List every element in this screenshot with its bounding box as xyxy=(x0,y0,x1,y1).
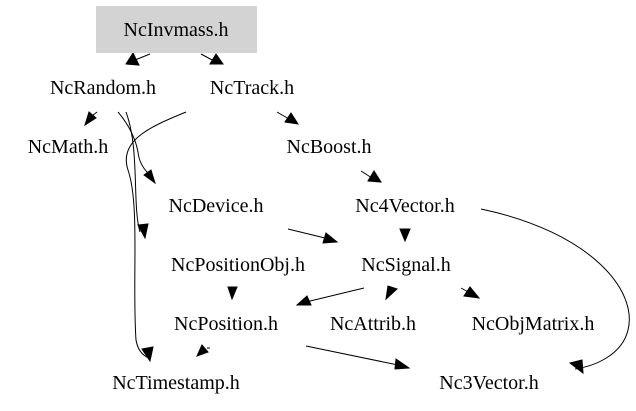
node-invmass[interactable]: NcInvmass.h xyxy=(96,6,257,53)
edge-position-to-timestamp xyxy=(196,344,210,357)
edge-4vector-to-signal xyxy=(399,228,411,243)
node-4vector[interactable]: Nc4Vector.h xyxy=(355,195,454,217)
edge-arrowhead xyxy=(209,53,224,65)
edge-arrowhead xyxy=(84,111,97,127)
edge-arrowhead xyxy=(568,359,584,375)
edge-invmass-to-track xyxy=(200,53,224,65)
node-attrib[interactable]: NcAttrib.h xyxy=(330,313,416,335)
node-position[interactable]: NcPosition.h xyxy=(174,313,278,335)
edge-line xyxy=(125,111,141,233)
edge-arrowhead xyxy=(295,295,312,306)
node-3vector[interactable]: Nc3Vector.h xyxy=(439,372,538,394)
edge-random-to-math xyxy=(84,111,98,127)
edge-signal-to-position xyxy=(295,287,365,306)
edge-arrowhead xyxy=(125,51,140,66)
edge-posobj-to-position xyxy=(227,286,238,301)
edge-arrowhead xyxy=(463,286,481,299)
node-label: NcBoost.h xyxy=(287,136,372,158)
node-boost[interactable]: NcBoost.h xyxy=(287,136,372,158)
node-label: NcDevice.h xyxy=(169,195,264,217)
edges-layer xyxy=(84,51,630,375)
edge-track-to-boost xyxy=(276,111,300,125)
node-objmatrix[interactable]: NcObjMatrix.h xyxy=(472,313,595,335)
edge-random-to-device xyxy=(117,111,156,185)
edge-line xyxy=(117,111,149,174)
node-label: NcPosition.h xyxy=(174,313,278,335)
edge-signal-to-attrib xyxy=(385,285,398,301)
edge-arrowhead xyxy=(284,112,300,125)
node-random[interactable]: NcRandom.h xyxy=(50,77,156,99)
node-label: NcObjMatrix.h xyxy=(472,313,595,335)
node-label: NcAttrib.h xyxy=(330,313,416,335)
edge-line xyxy=(305,287,365,303)
node-posobj[interactable]: NcPositionObj.h xyxy=(171,254,305,276)
node-signal[interactable]: NcSignal.h xyxy=(361,254,450,276)
edge-line xyxy=(305,345,399,366)
edge-line xyxy=(125,111,187,359)
node-label: NcMath.h xyxy=(28,136,109,158)
node-label: NcSignal.h xyxy=(361,254,450,276)
edge-arrowhead xyxy=(399,228,411,243)
edge-arrowhead xyxy=(196,344,209,357)
edge-4vector-to-3vector xyxy=(480,208,630,375)
node-device[interactable]: NcDevice.h xyxy=(169,195,264,217)
edge-arrowhead xyxy=(394,358,411,370)
edge-arrowhead xyxy=(137,223,149,240)
edge-arrowhead xyxy=(141,346,154,363)
edge-line xyxy=(200,53,215,62)
node-label: NcInvmass.h xyxy=(124,19,229,41)
edge-line xyxy=(134,53,151,61)
node-label: Nc3Vector.h xyxy=(439,372,538,394)
edge-boost-to-4vector xyxy=(360,170,382,183)
edge-line xyxy=(480,208,630,370)
root-node-box xyxy=(96,6,257,53)
edge-line xyxy=(276,111,290,120)
node-label: NcPositionObj.h xyxy=(171,254,305,276)
node-label: NcTrack.h xyxy=(210,77,294,99)
node-math[interactable]: NcMath.h xyxy=(28,136,109,158)
node-label: NcRandom.h xyxy=(50,77,156,99)
edge-device-to-signal xyxy=(287,228,339,244)
edge-position-to-3vector xyxy=(305,345,411,370)
edge-invmass-to-random xyxy=(125,51,151,66)
node-track[interactable]: NcTrack.h xyxy=(210,77,294,99)
node-label: Nc4Vector.h xyxy=(355,195,454,217)
edge-arrowhead xyxy=(143,169,156,185)
edge-line xyxy=(287,228,330,240)
edge-arrowhead xyxy=(227,286,238,301)
node-label: NcTimestamp.h xyxy=(112,372,240,394)
edge-random-to-posobj xyxy=(125,111,149,240)
edge-track-to-timestamp xyxy=(125,111,187,363)
edge-arrowhead xyxy=(322,232,339,244)
node-timestamp[interactable]: NcTimestamp.h xyxy=(112,372,240,394)
edge-signal-to-objmatrix xyxy=(460,286,481,299)
edge-arrowhead xyxy=(385,285,398,301)
edge-arrowhead xyxy=(367,170,382,183)
